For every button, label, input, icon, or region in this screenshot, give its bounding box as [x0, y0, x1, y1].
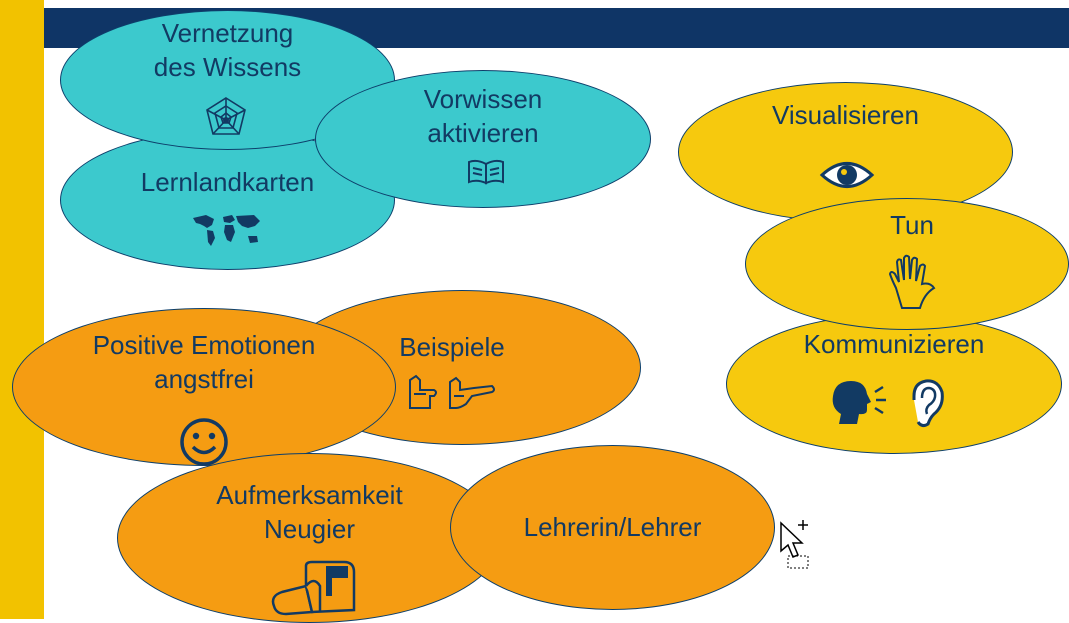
tun-label: Tun: [890, 210, 934, 240]
positive-emotionen-label: Positive Emotionen angstfrei: [92, 330, 316, 394]
bubble-vorwissen[interactable]: [315, 70, 651, 208]
aufmerksamkeit-label: Aufmerksamkeit Neugier: [216, 480, 403, 544]
vorwissen-label: Vorwissen aktivieren: [423, 84, 543, 148]
bubble-positive-emotionen[interactable]: [12, 308, 396, 466]
ear-icon: [908, 378, 948, 430]
pointing-hands-icon: [406, 372, 498, 414]
lehrer-label: Lehrerin/Lehrer: [523, 512, 702, 542]
vernetzung-label: Vernetzung des Wissens: [153, 18, 302, 82]
bubble-lehrer[interactable]: [450, 445, 775, 610]
eye-icon: [819, 158, 875, 192]
world-map-icon: [190, 212, 264, 250]
hand-icon: [886, 254, 938, 310]
speaking-head-icon: [829, 378, 891, 428]
bubble-kommunizieren[interactable]: [726, 314, 1062, 454]
kommunizieren-label: Kommunizieren: [803, 329, 985, 359]
move-cursor-icon: [778, 520, 818, 575]
lernlandkarten-label: Lernlandkarten: [140, 167, 315, 197]
spider-web-icon: [203, 96, 249, 138]
visualisieren-label: Visualisieren: [772, 100, 919, 130]
beispiele-label: Beispiele: [399, 332, 505, 362]
left-sidebar: [0, 0, 44, 619]
mailbox-icon: [266, 560, 362, 616]
smiley-icon: [178, 416, 230, 468]
open-book-icon: [466, 158, 506, 186]
bubble-visualisieren[interactable]: [678, 82, 1013, 222]
